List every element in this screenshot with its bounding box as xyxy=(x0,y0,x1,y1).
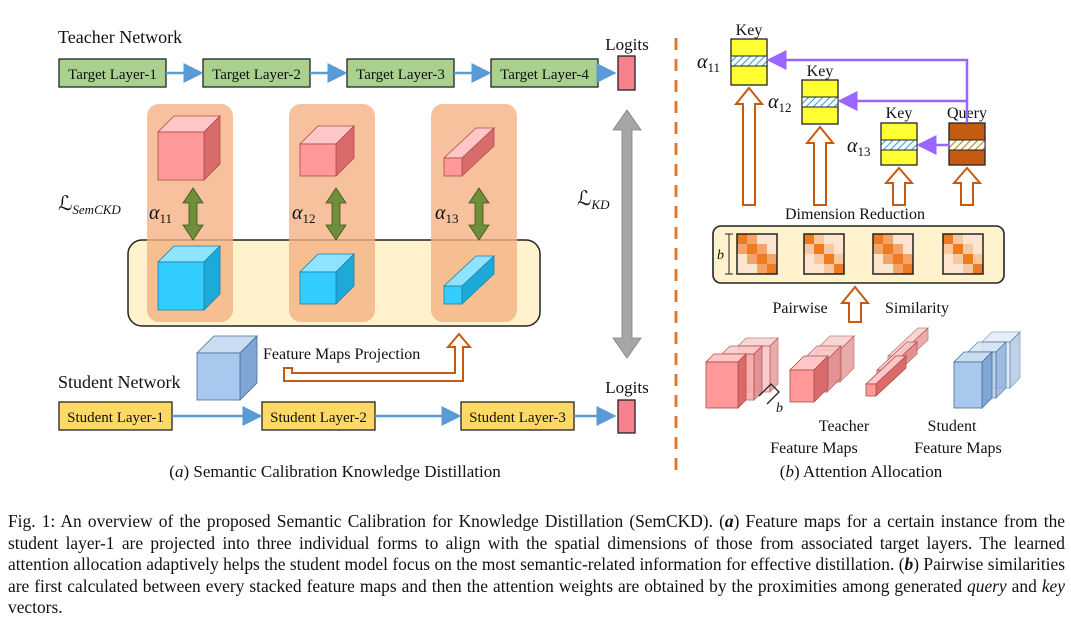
svg-text:b: b xyxy=(717,248,724,263)
dimension-reduction-label: Dimension Reduction xyxy=(785,206,925,223)
student-logits-label: Logits xyxy=(605,378,648,397)
teacher-feature-stack-3 xyxy=(864,327,930,397)
student-layer-1-label: Student Layer-1 xyxy=(67,410,164,426)
teacher-cube-3 xyxy=(442,127,496,177)
student-layer-3-box xyxy=(460,401,575,431)
pairwise-label: Pairwise xyxy=(772,300,827,317)
similarity-label: Similarity xyxy=(885,300,949,317)
target-layer-2-label: Target Layer-2 xyxy=(212,67,301,83)
key-1-vector xyxy=(730,55,768,67)
panel-b-caption: (b) Attention Allocation xyxy=(780,462,943,481)
key-1-label: Key xyxy=(736,22,763,39)
query-to-key-1-arrow xyxy=(766,50,969,123)
b-alpha-13-label: α13 xyxy=(847,135,871,159)
student-layer-2-label: Student Layer-2 xyxy=(270,410,367,426)
student-cube-3 xyxy=(442,255,496,305)
projection-arrow xyxy=(283,332,473,382)
teacher-logits-box xyxy=(617,55,636,91)
key-2-label: Key xyxy=(807,63,834,80)
figure: Teacher Network Target Layer-1 Target La… xyxy=(58,22,1021,481)
alpha-11-double-arrow xyxy=(182,187,204,241)
kd-double-arrow xyxy=(612,109,642,359)
target-layer-3-label: Target Layer-3 xyxy=(356,67,445,83)
teacher-feature-stack-1 xyxy=(705,337,779,409)
target-layer-2-box xyxy=(202,58,311,88)
student-source-cube xyxy=(196,335,258,401)
target-layer-1-box xyxy=(58,58,167,88)
feature-maps-projection-label: Feature Maps Projection xyxy=(263,346,420,363)
b-dimension-marker: b xyxy=(717,233,733,275)
student-network-title: Student Network xyxy=(58,372,180,392)
teacher-logits-label: Logits xyxy=(605,35,648,54)
loss-kd-label: ℒKD xyxy=(577,188,610,212)
key-2-vector xyxy=(801,96,839,108)
teacher-feature-stack-2 xyxy=(789,335,855,403)
reduction-arrow-3 xyxy=(883,166,915,206)
target-layer-1-label: Target Layer-1 xyxy=(68,67,157,83)
teacher-cube-1 xyxy=(157,115,221,181)
reduction-arrow-4 xyxy=(951,166,983,206)
student-logits-box xyxy=(617,399,636,434)
panel-a-caption: (a) Semantic Calibration Knowledge Disti… xyxy=(169,462,501,481)
figure-caption: Fig. 1: An overview of the proposed Sema… xyxy=(8,511,1065,617)
similarity-matrix xyxy=(803,233,845,275)
student-cube-2 xyxy=(299,253,355,305)
query-vector xyxy=(948,139,986,151)
similarity-matrices-band xyxy=(712,225,1005,284)
teacher-maps-label-2: Feature Maps xyxy=(770,440,858,457)
b-alpha-11-label: α11 xyxy=(697,51,720,75)
student-cube-1 xyxy=(157,245,221,311)
target-layer-3-box xyxy=(346,58,455,88)
similarity-matrix xyxy=(872,233,914,275)
student-maps-label-2: Feature Maps xyxy=(914,440,1002,457)
reduction-arrow-2 xyxy=(804,125,836,206)
student-layer-3-label: Student Layer-3 xyxy=(469,410,566,426)
student-maps-label-1: Student xyxy=(928,418,977,435)
svg-text:b: b xyxy=(776,401,783,416)
teacher-maps-label-1: Teacher xyxy=(819,418,870,435)
student-feature-stack xyxy=(953,331,1021,409)
teacher-cube-2 xyxy=(299,125,355,177)
pairwise-arrow xyxy=(839,285,871,323)
alpha-13-double-arrow xyxy=(468,187,490,241)
key-3-label: Key xyxy=(886,105,913,122)
reduction-arrow-1 xyxy=(733,86,765,206)
key-3-vector xyxy=(880,139,918,151)
alpha-12-double-arrow xyxy=(325,187,347,241)
teacher-b-bracket: b xyxy=(758,383,783,416)
loss-semckd-label: ℒSemCKD xyxy=(58,193,121,217)
b-alpha-12-label: α12 xyxy=(768,91,792,115)
similarity-matrix xyxy=(942,233,984,275)
similarity-matrix xyxy=(736,233,778,275)
teacher-network-title: Teacher Network xyxy=(58,27,182,47)
target-layer-4-label: Target Layer-4 xyxy=(500,67,589,83)
